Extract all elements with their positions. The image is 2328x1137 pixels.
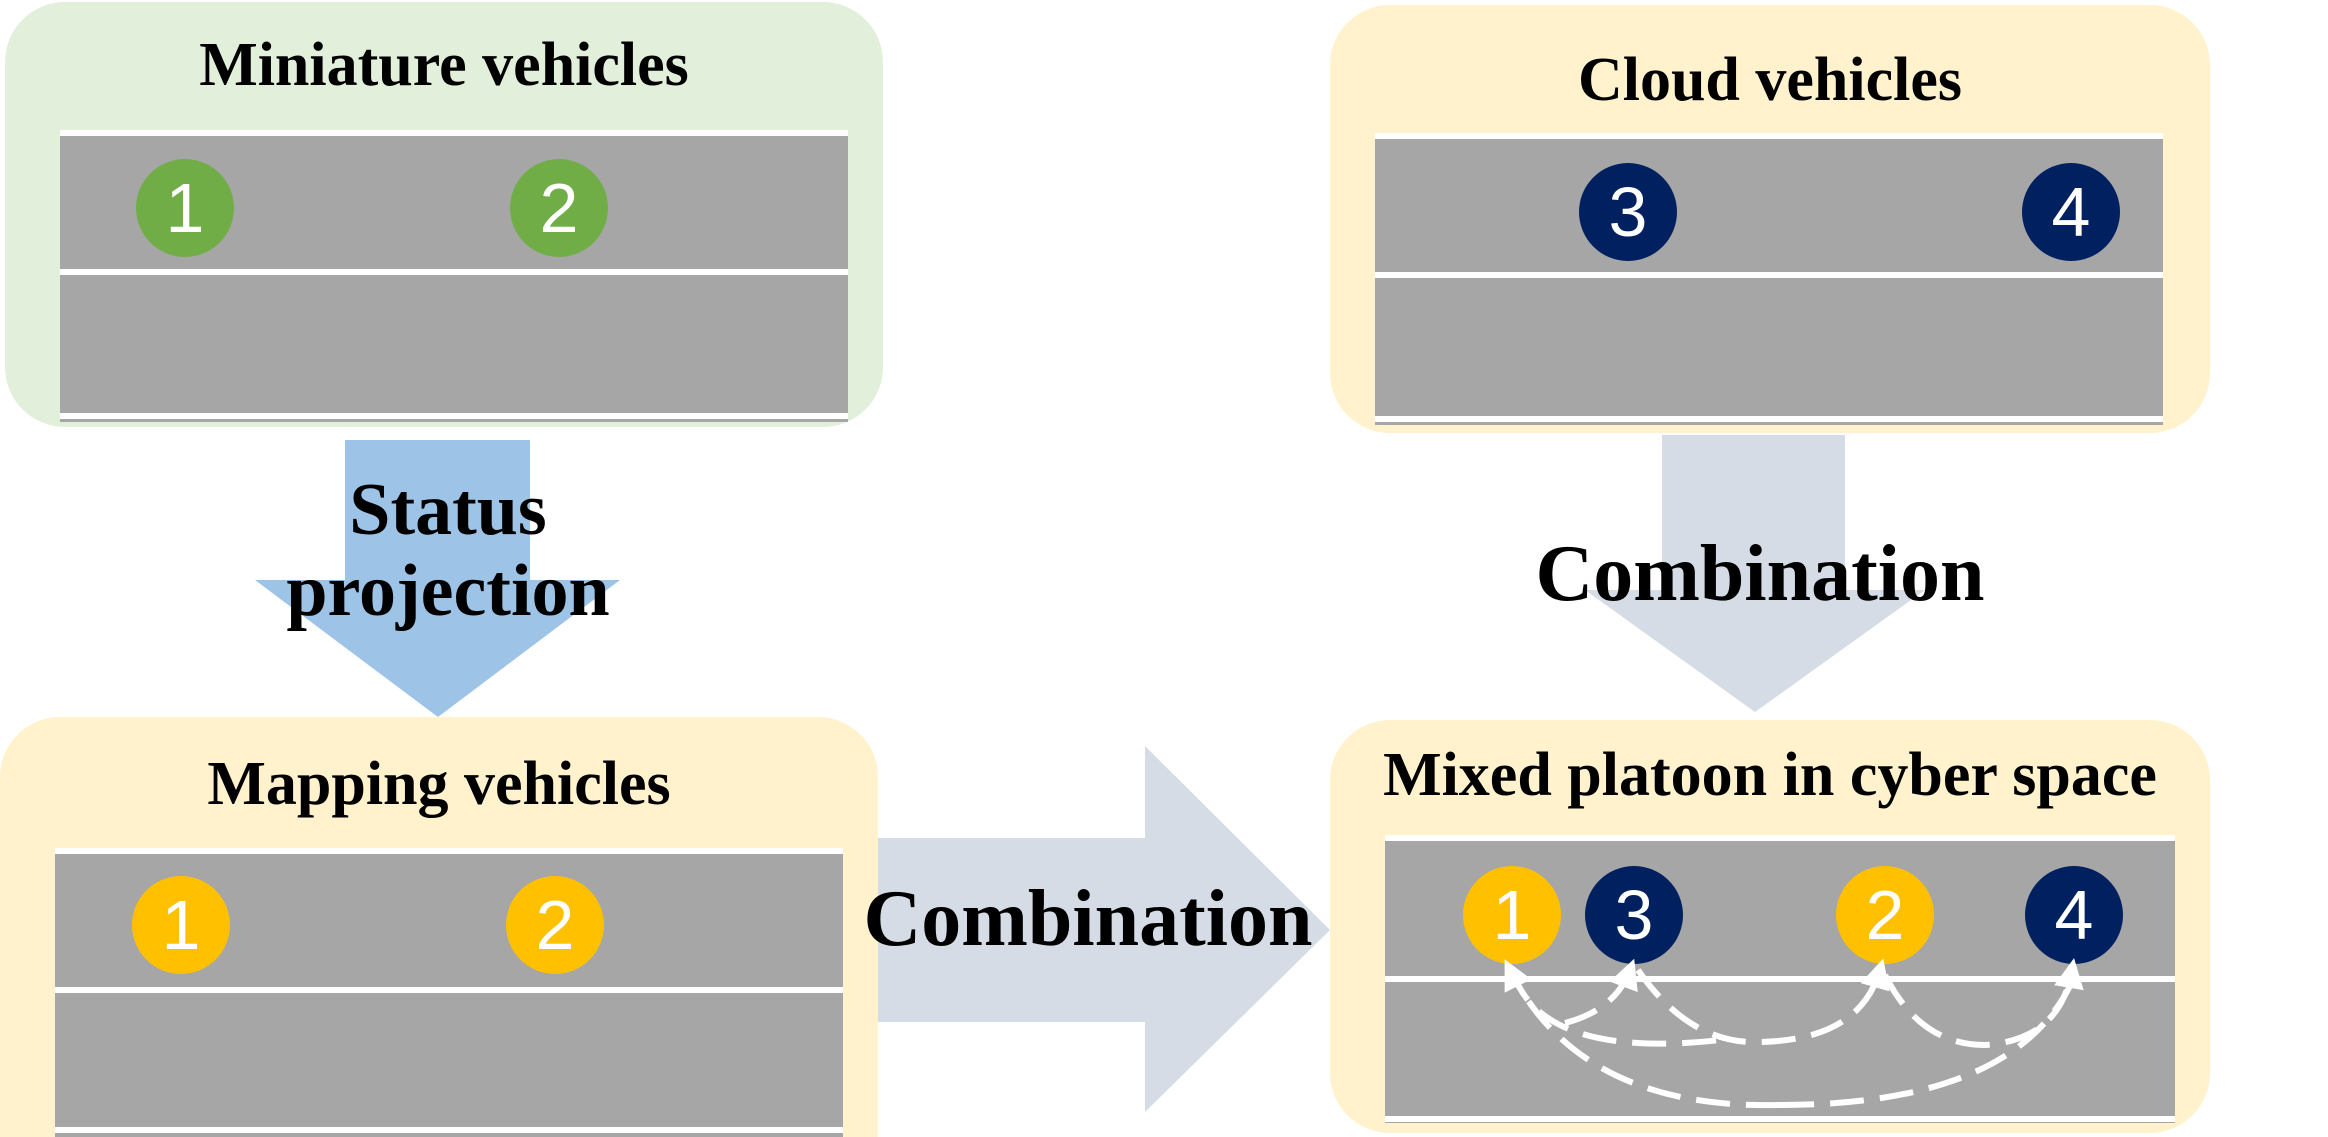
status-projection-label: Status projection bbox=[258, 469, 638, 633]
status-projection-line1: Status bbox=[349, 469, 547, 551]
vehicle-marker: 2 bbox=[1836, 866, 1934, 964]
vehicle-marker: 1 bbox=[1463, 866, 1561, 964]
vehicle-marker: 3 bbox=[1579, 163, 1677, 261]
link-arc bbox=[1564, 958, 1638, 1026]
panel-title: Miniature vehicles bbox=[199, 31, 689, 99]
panel-title: Mixed platoon in cyber space bbox=[1383, 741, 2157, 809]
vehicle-marker: 3 bbox=[1585, 866, 1683, 964]
combination-down-arrow bbox=[1585, 435, 1925, 712]
vehicle-marker: 4 bbox=[2025, 866, 2123, 964]
status-projection-line2: projection bbox=[286, 550, 610, 633]
link-arc bbox=[1882, 958, 2084, 1049]
vehicle-marker: 4 bbox=[2022, 163, 2120, 261]
link-arc bbox=[1509, 969, 1721, 1047]
combination-down-label: Combination bbox=[1535, 530, 1985, 618]
vehicle-marker: 2 bbox=[506, 876, 604, 974]
panel-title: Mapping vehicles bbox=[207, 750, 671, 818]
status-projection-arrow bbox=[255, 440, 620, 717]
road bbox=[60, 130, 848, 422]
panel-title: Cloud vehicles bbox=[1577, 46, 1963, 114]
combination-right-arrow bbox=[878, 746, 1330, 1112]
link-arc bbox=[1504, 959, 1781, 1109]
combination-right-label: Combination bbox=[863, 875, 1313, 963]
vehicle-marker: 1 bbox=[136, 159, 234, 257]
vehicle-marker: 1 bbox=[132, 876, 230, 974]
link-arc bbox=[1635, 958, 1890, 1046]
vehicle-marker: 2 bbox=[510, 159, 608, 257]
link-arc bbox=[1779, 973, 2078, 1108]
